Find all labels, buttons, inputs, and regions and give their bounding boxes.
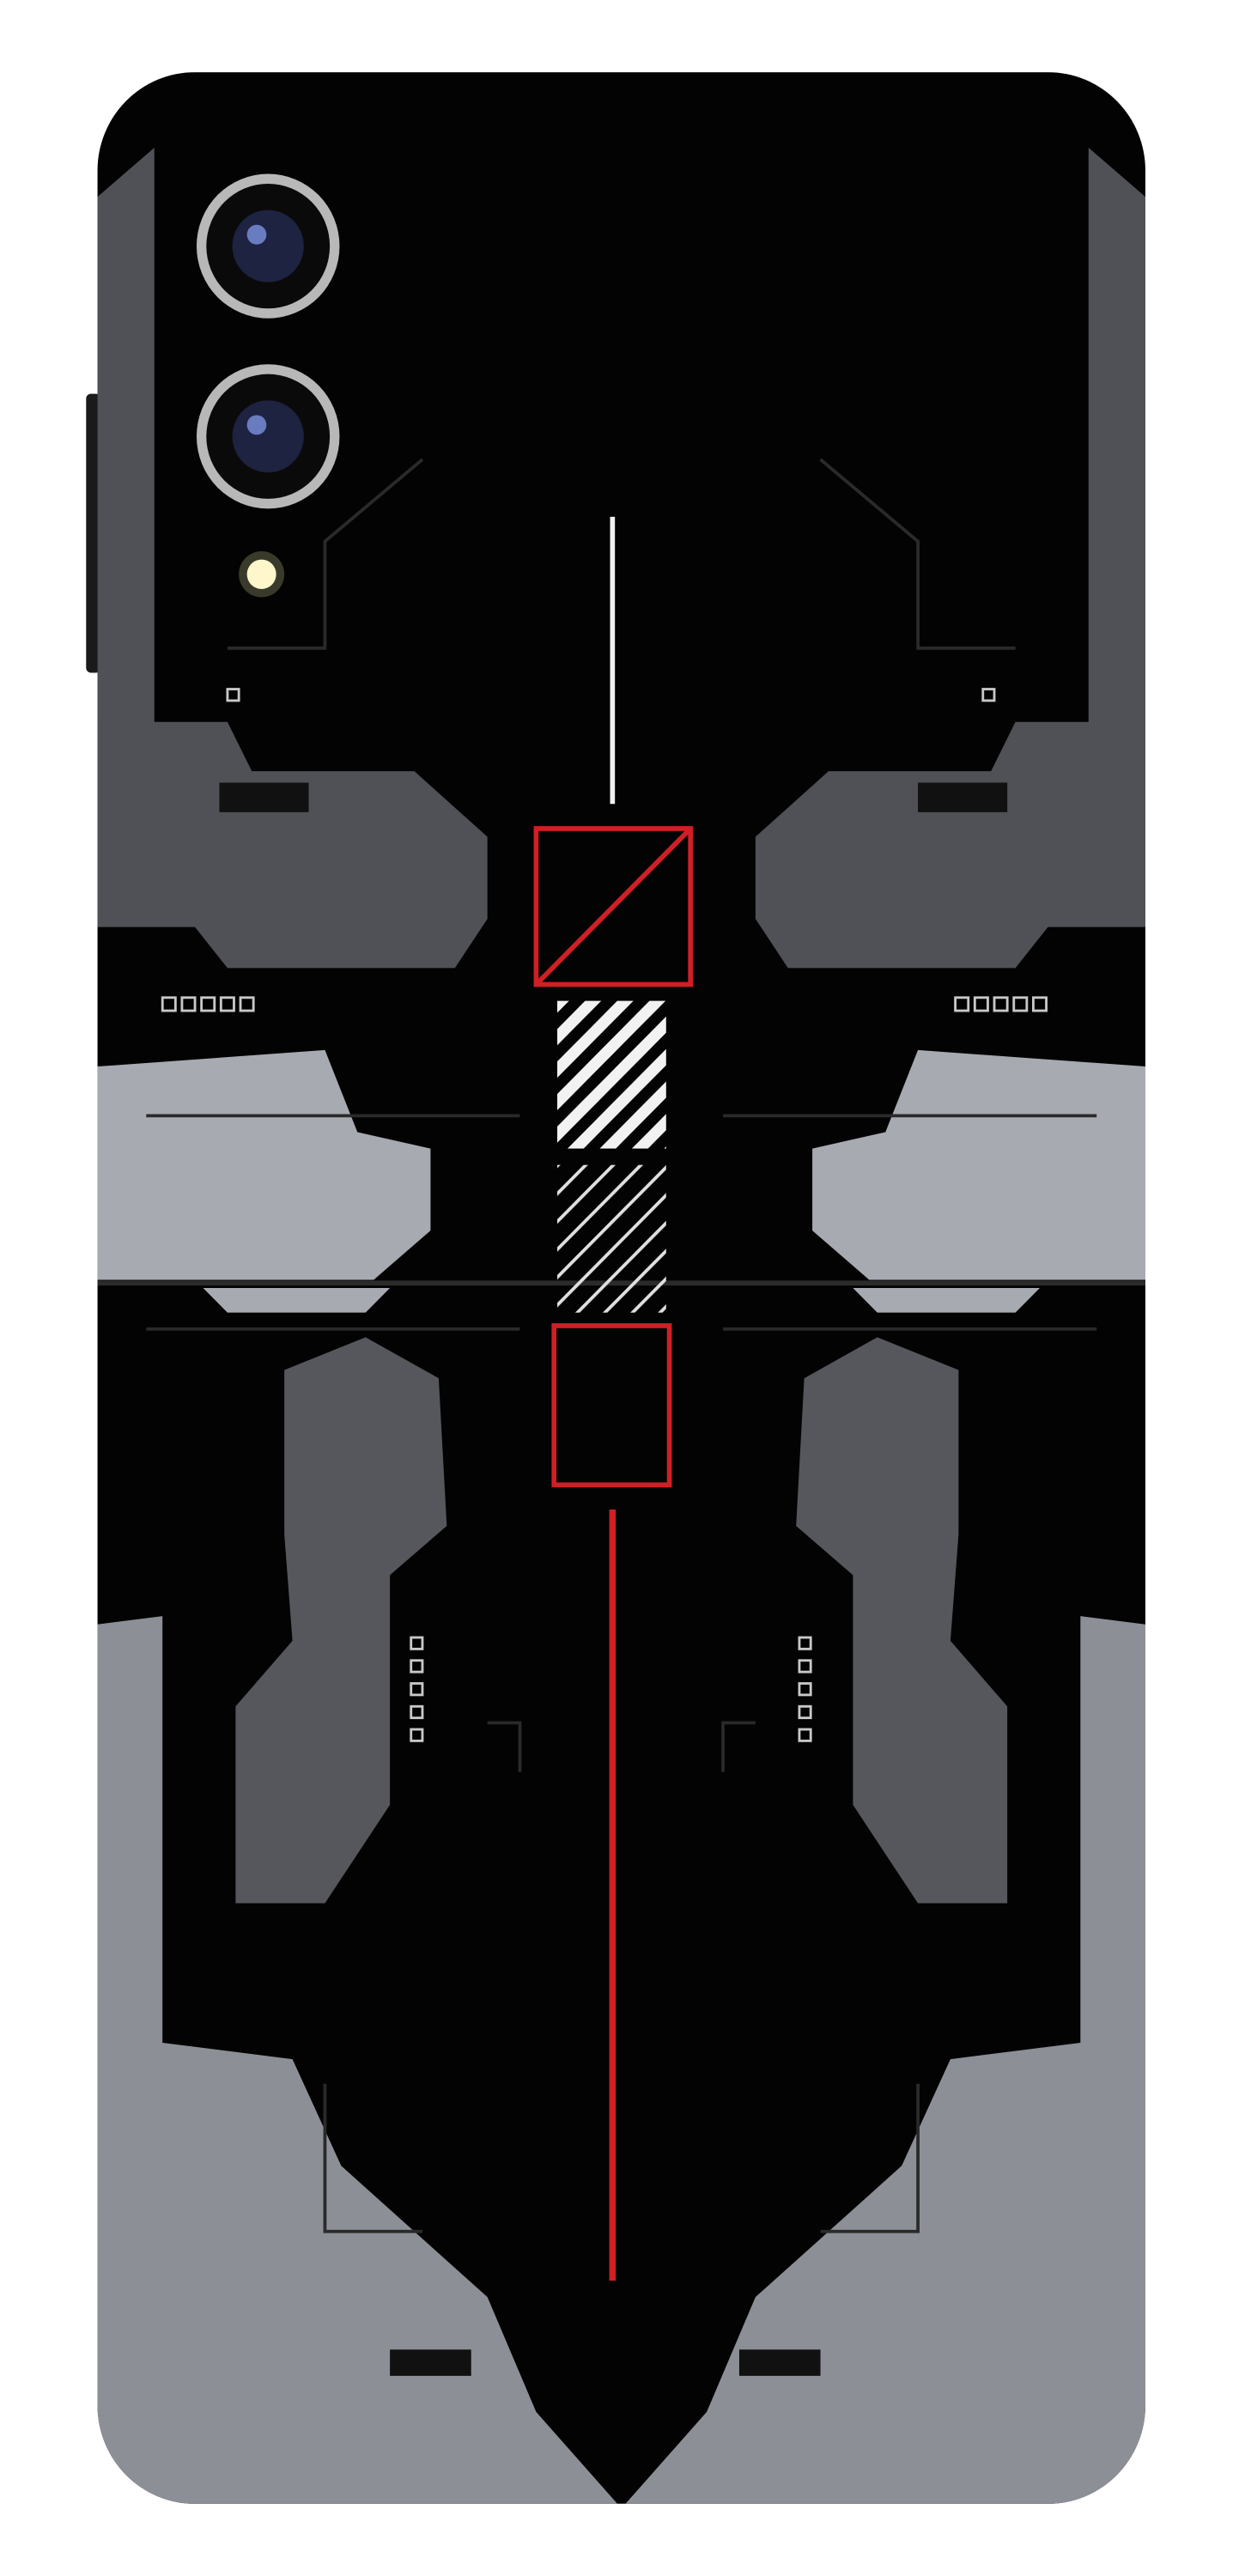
lower-arm-panels [235, 1337, 1008, 1904]
red-square-diagonal [533, 826, 694, 987]
camera-module [196, 173, 340, 598]
camera-lens-icon [196, 173, 340, 319]
flash-icon [239, 551, 285, 598]
upper-panels [97, 147, 1146, 969]
hatched-block [557, 1000, 666, 1149]
hatched-outline-block [557, 1164, 666, 1313]
camera-lens-icon [196, 364, 340, 509]
wing-panels [97, 1049, 1146, 1313]
circuit-traces [146, 458, 1097, 2233]
lower-corner-panels [97, 1616, 1146, 2504]
red-rectangle [551, 1323, 672, 1488]
side-button [86, 393, 101, 673]
vents [219, 782, 1008, 812]
square-pads [161, 688, 1048, 1742]
lower-vents [390, 2349, 821, 2376]
